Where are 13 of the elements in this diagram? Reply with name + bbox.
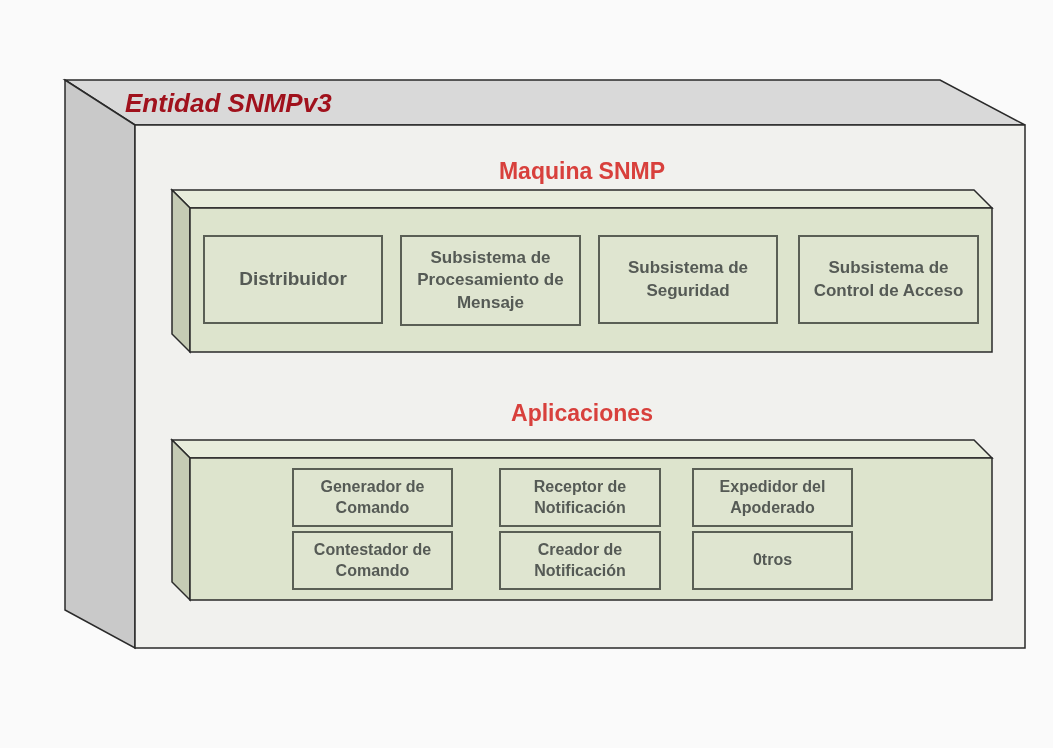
component-box: 0tros [692,531,853,590]
component-box: Distribuidor [203,235,383,324]
box-heading: Entidad SNMPv3 [125,88,332,119]
component-box: Generador de Comando [292,468,453,527]
component-box: Creador de Notificación [499,531,661,590]
component-box: Expedidor del Apoderado [692,468,853,527]
component-box: Subsistema de Seguridad [598,235,778,324]
box-heading: Maquina SNMP [498,158,666,185]
component-box: Subsistema de Procesamiento de Mensaje [400,235,581,326]
box-heading: Aplicaciones [511,400,653,427]
component-box: Receptor de Notificación [499,468,661,527]
component-box: Contestador de Comando [292,531,453,590]
component-box: Subsistema de Control de Acceso [798,235,979,324]
